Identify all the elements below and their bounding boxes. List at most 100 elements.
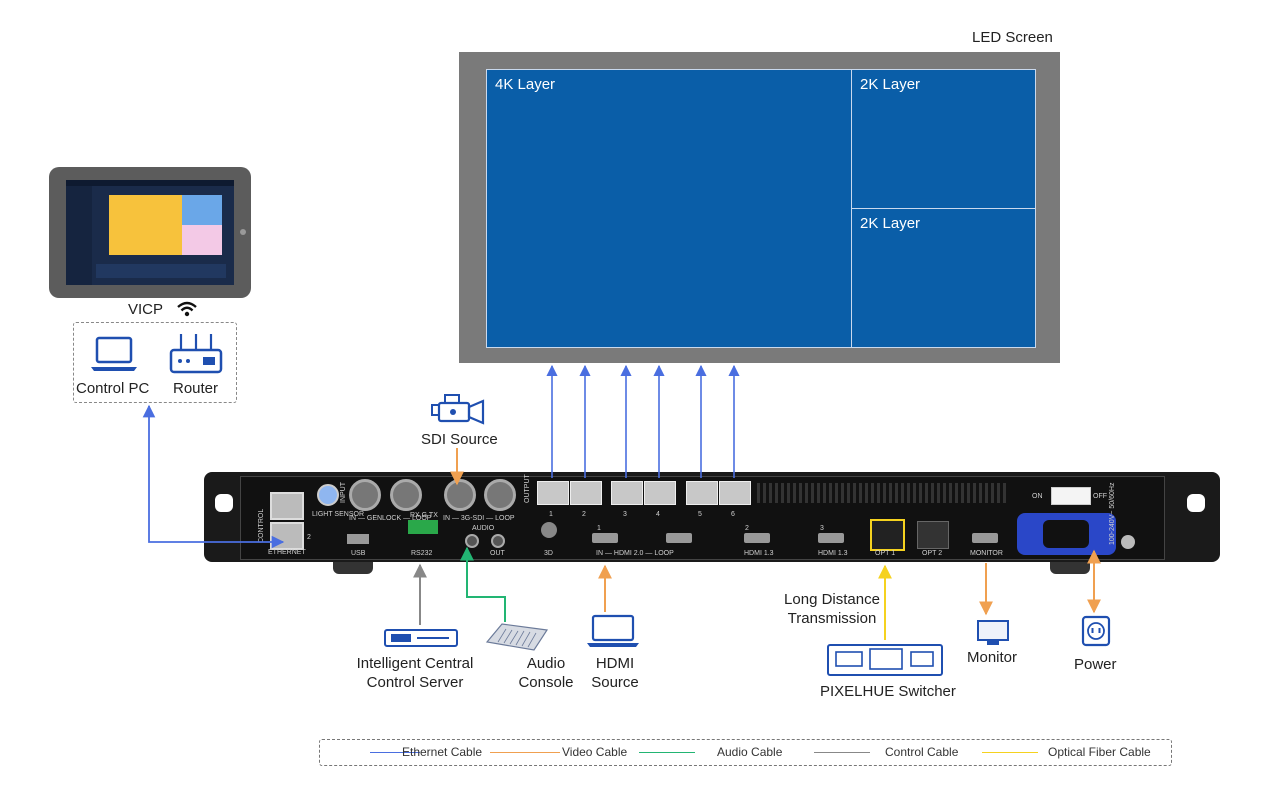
on-label: ON [1032,493,1043,500]
opt1-port[interactable] [870,519,905,551]
tablet-device [49,167,251,298]
control-pc-label: Control PC [76,380,150,397]
audio-out-label: OUT [490,550,506,557]
vent-grille [757,483,1007,503]
legend-fiber-label: Optical Fiber Cable [1048,745,1151,759]
light-sensor-port [317,484,339,506]
3d-label: 3D [544,550,553,557]
ground-terminal [1121,535,1135,549]
legend-ethernet-line [370,752,420,753]
voltage-label: 100-240V~ 50/60Hz [1109,482,1116,545]
control-group-box [73,322,237,403]
pixelhue-switcher-icon [827,644,943,676]
layer-4k-label: 4K Layer [495,76,556,93]
output-port-6[interactable] [719,481,751,505]
vicp-label: VICP [128,301,164,318]
legend-video-label: Video Cable [562,745,628,759]
opt2-port [917,521,949,549]
usb-port [347,534,369,544]
monitor-icon [977,620,1009,645]
rs232-port [408,520,438,534]
hdmi-in-num: 1 [597,525,601,532]
monitor-port-label: MONITOR [970,550,1003,557]
hdmi13-b-label: HDMI 1.3 [818,550,848,557]
hdmi13-port-a [744,533,770,543]
hdmi-laptop-icon [587,614,639,647]
audio-console-icon [485,623,549,651]
power-label: Power [1074,656,1117,673]
layer-2k-bottom: 2K Layer [851,208,1036,348]
server-label: Intelligent Central Control Server [356,655,474,691]
sdi-source-label: SDI Source [421,431,498,448]
hdmi13-a-label: HDMI 1.3 [744,550,774,557]
power-switch [1051,487,1091,505]
output-vertical-label: OUTPUT [524,474,531,504]
sdi-label: IN — 3G-SDI — LOOP [443,515,515,522]
wifi-icon [177,301,197,317]
genlock-label: IN — GENLOCK — LOOP [349,515,432,522]
port-num-4: 4 [656,511,660,518]
router-label: Router [173,380,219,397]
legend-ethernet-label: Ethernet Cable [402,745,483,759]
usb-label: USB [351,550,366,557]
led-screen: 4K Layer 2K Layer 2K Layer [486,69,1036,348]
ethernet-label: ETHERNET [268,549,306,556]
legend-fiber-line [982,752,1038,753]
hdmi13-b-num: 3 [820,525,824,532]
tablet-blue-window [182,195,222,225]
monitor-label: Monitor [967,649,1018,666]
genlock-in-bnc [349,479,381,511]
rs232-label: RS232 [411,550,433,557]
laptop-icon [91,336,137,371]
output-port-3[interactable] [611,481,643,505]
port-num-2: 2 [582,511,586,518]
output-port-5[interactable] [686,481,718,505]
legend-audio-line [639,752,695,753]
tablet-home-button [240,229,246,235]
layer-2k-top-label: 2K Layer [860,76,921,93]
opt1-label: OPT 1 [875,550,895,557]
legend-control-line [814,752,870,753]
port2-label: 2 [307,534,311,541]
input-vertical-label: INPUT [340,481,347,503]
pixelhue-label: PIXELHUE Switcher [820,683,956,700]
port-num-1: 1 [549,511,553,518]
hdmi-loop-port [666,533,692,543]
3d-port [541,522,557,538]
rack-ear-right-hole [1187,494,1205,512]
hdmi-source-label: HDMI Source [591,655,639,691]
off-label: OFF [1093,493,1107,500]
output-port-1[interactable] [537,481,569,505]
hdmi13-port-b [818,533,844,543]
audio-console-label: Audio Console [518,655,574,691]
led-screen-label: LED Screen [972,29,1053,46]
video-camera-icon [431,394,485,425]
tablet-pink-window [182,225,222,255]
audio-out-jack [491,534,505,548]
central-control-server-icon [384,629,458,647]
hdmi20-label: IN — HDMI 2.0 — LOOP [596,550,674,557]
hdmi-in-port[interactable] [592,533,618,543]
legend-video-line [490,752,560,753]
port-num-5: 5 [698,511,702,518]
tablet-yellow-window [109,195,182,255]
power-inlet[interactable] [1017,513,1116,555]
sdi-loop-bnc [484,479,516,511]
output-port-2[interactable] [570,481,602,505]
monitor-port[interactable] [972,533,998,543]
output-port-4[interactable] [644,481,676,505]
port-num-6: 6 [731,511,735,518]
light-sensor-label: LIGHT SENSOR [312,511,364,518]
rack-foot-right [1050,562,1090,574]
rack-foot-left [333,562,373,574]
hdmi13-a-num: 2 [745,525,749,532]
opt2-label: OPT 2 [922,550,942,557]
long-distance-label: Long Distance Transmission [784,591,880,627]
port-num-3: 3 [623,511,627,518]
legend: Ethernet Cable Video Cable Audio Cable C… [319,739,1172,766]
router-icon [169,334,223,374]
genlock-loop-bnc [390,479,422,511]
control-pc-cable [142,404,285,549]
